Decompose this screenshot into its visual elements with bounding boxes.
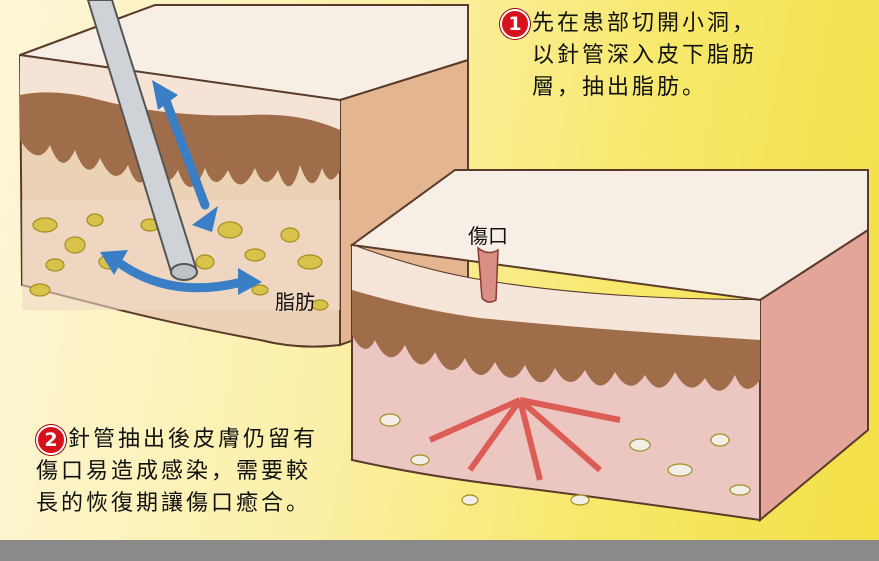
- step-1-badge: 1: [500, 9, 530, 39]
- step-2-text-1: 針管抽出後皮膚仍留有: [68, 427, 319, 452]
- wound-label: 傷口: [468, 224, 508, 248]
- step-2-line-3: 長的恢復期讓傷口癒合。: [36, 491, 312, 516]
- step-2-line-2: 傷口易造成感染，需要較: [36, 459, 312, 484]
- cannula-needle: [86, 0, 198, 281]
- left-skin-block: [18, 4, 469, 348]
- wound-mark: [477, 246, 499, 303]
- step-1-text-1: 先在患部切開小洞，: [532, 11, 758, 36]
- bottom-bar: [0, 540, 879, 561]
- motion-arrows: [113, 93, 247, 293]
- step-2-badge: 2: [36, 425, 66, 455]
- step-1-line-3: 層，抽出脂肪。: [532, 75, 708, 100]
- right-skin-block: [349, 169, 869, 523]
- step-1-line-2: 以針管深入皮下脂肪: [532, 43, 758, 68]
- fat-label: 脂肪: [275, 290, 315, 314]
